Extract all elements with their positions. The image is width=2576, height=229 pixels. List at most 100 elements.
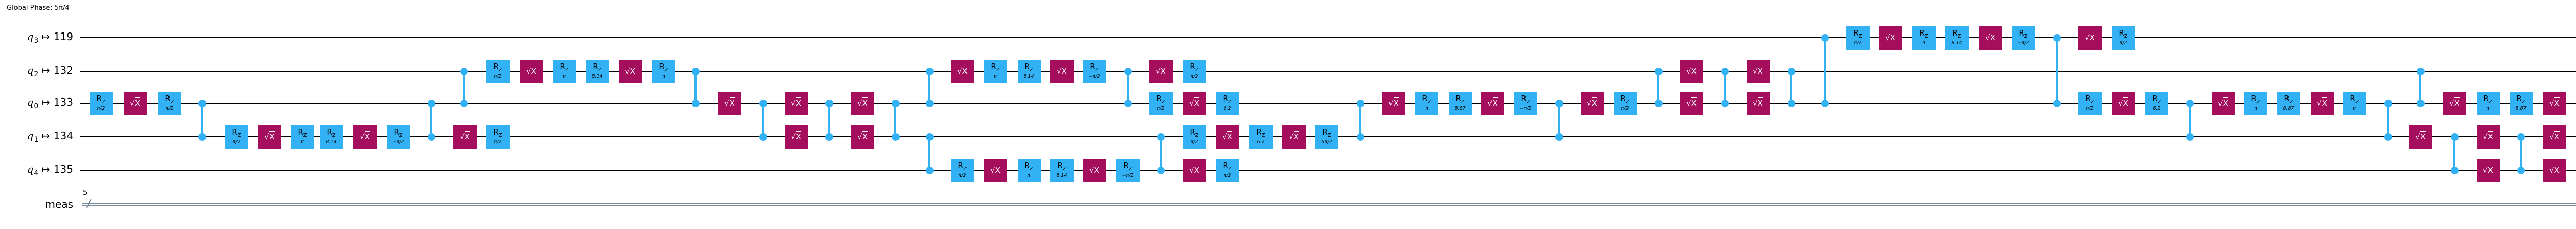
cz-gate-dot: [1356, 99, 1364, 107]
cz-gate-dot: [2416, 99, 2425, 107]
cz-gate-line: [1160, 137, 1162, 170]
cz-gate-line: [928, 137, 930, 170]
sx-gate: √X: [1680, 91, 1703, 115]
qubit-wire-q2: [80, 70, 2576, 72]
sx-gate: √X: [951, 59, 974, 83]
sx-gate: √X: [618, 59, 642, 83]
cz-gate-dot: [1157, 166, 1165, 174]
cz-gate-dot: [2053, 99, 2061, 107]
cz-gate-dot: [2185, 99, 2194, 107]
cz-gate-dot: [925, 133, 934, 141]
cz-gate-dot: [1821, 34, 1829, 42]
cz-gate-line: [828, 103, 830, 137]
classical-register-label: meas: [45, 198, 73, 210]
classical-wire-line1: [82, 203, 2576, 204]
sx-gate: √X: [1746, 59, 1770, 83]
cz-gate-line: [1724, 71, 1726, 103]
sx-gate: √X: [1580, 91, 1604, 115]
cz-gate-dot: [427, 133, 435, 141]
sx-gate: √X: [1746, 91, 1770, 115]
cz-gate-dot: [1721, 99, 1729, 107]
sx-gate: √X: [851, 125, 874, 149]
cz-gate-dot: [1124, 99, 1132, 107]
cz-gate-dot: [891, 133, 900, 141]
sx-gate: √X: [784, 91, 808, 115]
cz-gate-dot: [2185, 133, 2194, 141]
cz-gate-dot: [1124, 67, 1132, 75]
sx-gate: √X: [1182, 91, 1206, 115]
cz-gate-dot: [759, 99, 767, 107]
sx-gate: √X: [2543, 91, 2566, 115]
cz-gate-dot: [1787, 67, 1795, 75]
cz-gate-dot: [2450, 166, 2459, 174]
cz-gate-dot: [925, 67, 934, 75]
cz-gate-line: [894, 103, 896, 137]
sx-gate: √X: [1149, 59, 1173, 83]
classical-wire-line2: [82, 205, 2576, 206]
cz-gate-line: [1359, 103, 1361, 137]
rz-gate: RZ−π/2: [1116, 158, 1140, 182]
sx-gate: √X: [2409, 125, 2432, 149]
sx-gate: √X: [258, 125, 281, 149]
cz-gate-line: [2453, 137, 2455, 170]
qubit-label-q4: q4 ↦ 135: [27, 163, 73, 177]
cz-gate-dot: [825, 133, 833, 141]
sx-gate: √X: [353, 125, 377, 149]
cz-gate-line: [1558, 103, 1560, 137]
cz-gate-line: [1790, 71, 1792, 103]
sx-gate: √X: [1382, 91, 1405, 115]
cz-gate-dot: [2450, 133, 2459, 141]
sx-gate: √X: [851, 91, 874, 115]
cz-gate-dot: [925, 99, 934, 107]
qubit-label-q3: q3 ↦ 119: [27, 30, 73, 45]
sx-gate: √X: [1481, 91, 1504, 115]
sx-gate: √X: [2211, 91, 2235, 115]
sx-gate: √X: [519, 59, 543, 83]
cz-gate-dot: [925, 166, 934, 174]
sx-gate: √X: [2543, 125, 2566, 149]
cz-gate-dot: [891, 99, 900, 107]
classical-register-size: 5: [83, 189, 88, 197]
cz-gate-dot: [1356, 133, 1364, 141]
sx-gate: √X: [2543, 158, 2566, 182]
cz-gate-line: [2189, 103, 2191, 137]
sx-gate: √X: [2443, 91, 2466, 115]
cz-gate-dot: [1821, 99, 1829, 107]
sx-gate: √X: [1215, 125, 1239, 149]
cz-gate-dot: [759, 133, 767, 141]
sx-gate: √X: [1182, 158, 1206, 182]
cz-gate-dot: [1654, 99, 1663, 107]
cz-gate-dot: [1721, 67, 1729, 75]
cz-gate-dot: [1787, 99, 1795, 107]
sx-gate: √X: [984, 158, 1007, 182]
rz-gate: RZ−π/2: [1082, 59, 1106, 83]
qubit-wire-q3: [80, 37, 2576, 39]
cz-gate-line: [762, 103, 764, 137]
cz-gate-dot: [1157, 133, 1165, 141]
cz-gate-dot: [460, 67, 468, 75]
